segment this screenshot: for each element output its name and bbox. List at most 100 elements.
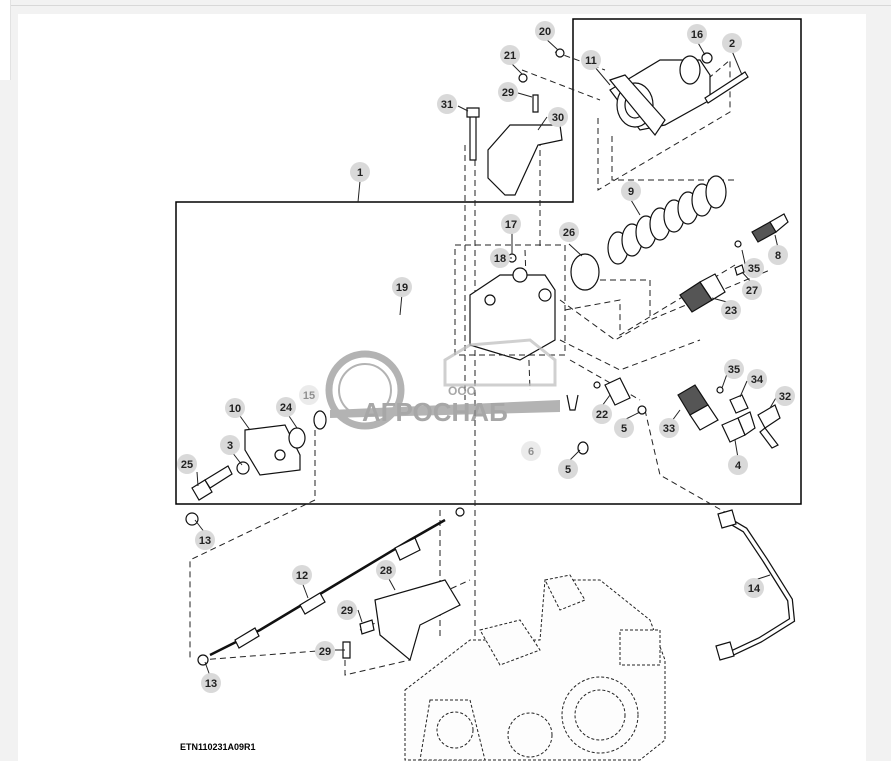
svg-text:13: 13: [199, 535, 211, 547]
callout-26: 26: [559, 222, 579, 242]
washer-part-35-upper: [734, 240, 742, 248]
callout-22: 22: [592, 404, 612, 424]
callout-19: 19: [392, 277, 412, 297]
callout-18: 18: [490, 248, 510, 268]
callout-leaders: [194, 37, 779, 677]
seal-part-5-lower: [577, 441, 589, 455]
svg-text:2: 2: [729, 38, 735, 50]
svg-text:6: 6: [528, 446, 534, 458]
svg-text:24: 24: [280, 402, 293, 414]
callout-30: 30: [548, 107, 568, 127]
svg-text:35: 35: [748, 263, 760, 275]
callout-6: 6: [521, 441, 541, 461]
svg-text:8: 8: [775, 250, 781, 262]
svg-text:19: 19: [396, 282, 408, 294]
ring-part-24: [288, 427, 306, 449]
callout-25: 25: [177, 454, 197, 474]
svg-text:27: 27: [746, 285, 758, 297]
tube-end-fitting-lower: [715, 641, 735, 661]
callout-12: 12: [292, 565, 312, 585]
svg-text:5: 5: [565, 464, 571, 476]
svg-text:23: 23: [725, 305, 737, 317]
svg-text:20: 20: [539, 26, 551, 38]
callout-4: 4: [728, 455, 748, 475]
svg-text:9: 9: [628, 186, 634, 198]
fitting-part-22: [604, 377, 631, 406]
callout-34: 34: [747, 369, 767, 389]
callout-8: 8: [768, 245, 788, 265]
callout-20: 20: [535, 21, 555, 41]
svg-text:13: 13: [205, 678, 217, 690]
valve-body-dashed-frame: [454, 244, 566, 356]
tube-end-fitting-upper: [717, 509, 737, 529]
callout-3: 3: [220, 435, 240, 455]
screw-part-29-low: [342, 641, 351, 659]
svg-text:28: 28: [380, 565, 392, 577]
figure-id: ETN110231A09R1: [180, 742, 256, 752]
svg-text:29: 29: [502, 87, 514, 99]
callouts: 1 2 3 4 5 5 6 8 9 10 11 12 13 13 14 15 1…: [177, 21, 795, 693]
bolt-part-25: [191, 465, 233, 501]
callout-1: 1: [350, 162, 370, 182]
callout-13-lower: 13: [201, 673, 221, 693]
nut-part-16: [701, 52, 713, 64]
svg-text:10: 10: [229, 403, 241, 415]
nut-part-13-lower: [197, 654, 209, 666]
callout-31: 31: [437, 94, 457, 114]
elbow-part-32: [757, 404, 781, 449]
nut-part-21: [518, 73, 528, 83]
callout-5-lower: 5: [558, 459, 578, 479]
agrosnab-watermark: ООО АГРОСНАБ: [325, 338, 560, 430]
valve-body-part-19: [469, 267, 556, 361]
callout-11: 11: [581, 50, 601, 70]
nut-part-13-upper: [185, 512, 199, 526]
callout-5-upper: 5: [614, 418, 634, 438]
screw-part-29-top: [532, 94, 539, 113]
bracket-part-30: [487, 124, 563, 196]
callout-2: 2: [722, 33, 742, 53]
svg-text:5: 5: [621, 423, 627, 435]
svg-text:4: 4: [735, 460, 742, 472]
svg-text:25: 25: [181, 459, 193, 471]
callout-29-top: 29: [498, 82, 518, 102]
watermark-small-text: ООО: [448, 384, 476, 398]
fitting-part-34: [729, 394, 749, 414]
callout-14: 14: [744, 578, 764, 598]
svg-text:1: 1: [357, 167, 363, 179]
svg-text:18: 18: [494, 253, 506, 265]
fitting-part-4: [721, 411, 756, 443]
transmission-housing: [404, 574, 666, 761]
svg-text:14: 14: [748, 583, 761, 595]
callout-17: 17: [501, 214, 521, 234]
svg-text:22: 22: [596, 409, 608, 421]
svg-text:34: 34: [751, 374, 764, 386]
top-divider: [0, 5, 891, 6]
svg-text:29: 29: [319, 646, 331, 658]
ring-part-15: [313, 410, 327, 430]
left-panel-edge: [0, 0, 11, 80]
o-ring-part-26: [570, 253, 600, 291]
callout-16: 16: [687, 24, 707, 44]
callout-15: 15: [299, 385, 319, 405]
callout-27: 27: [742, 280, 762, 300]
callout-9: 9: [621, 181, 641, 201]
washer-part-35-lower: [716, 386, 724, 394]
clip-part: [566, 394, 579, 411]
svg-text:16: 16: [691, 29, 703, 41]
callout-35-upper: 35: [744, 258, 764, 278]
svg-text:21: 21: [504, 50, 516, 62]
washer-part-3: [236, 461, 250, 475]
cylinder-part-11: [608, 55, 711, 137]
spring-part-9: [607, 175, 727, 265]
callout-24: 24: [276, 397, 296, 417]
svg-text:32: 32: [779, 391, 791, 403]
solenoid-part-23: [679, 273, 726, 313]
svg-text:35: 35: [728, 364, 740, 376]
callout-21: 21: [500, 45, 520, 65]
svg-text:3: 3: [227, 440, 233, 452]
assembly-outline-box: [175, 18, 802, 505]
svg-text:15: 15: [303, 390, 315, 402]
screw-part-29-mid: [359, 619, 375, 635]
callout-23: 23: [721, 300, 741, 320]
